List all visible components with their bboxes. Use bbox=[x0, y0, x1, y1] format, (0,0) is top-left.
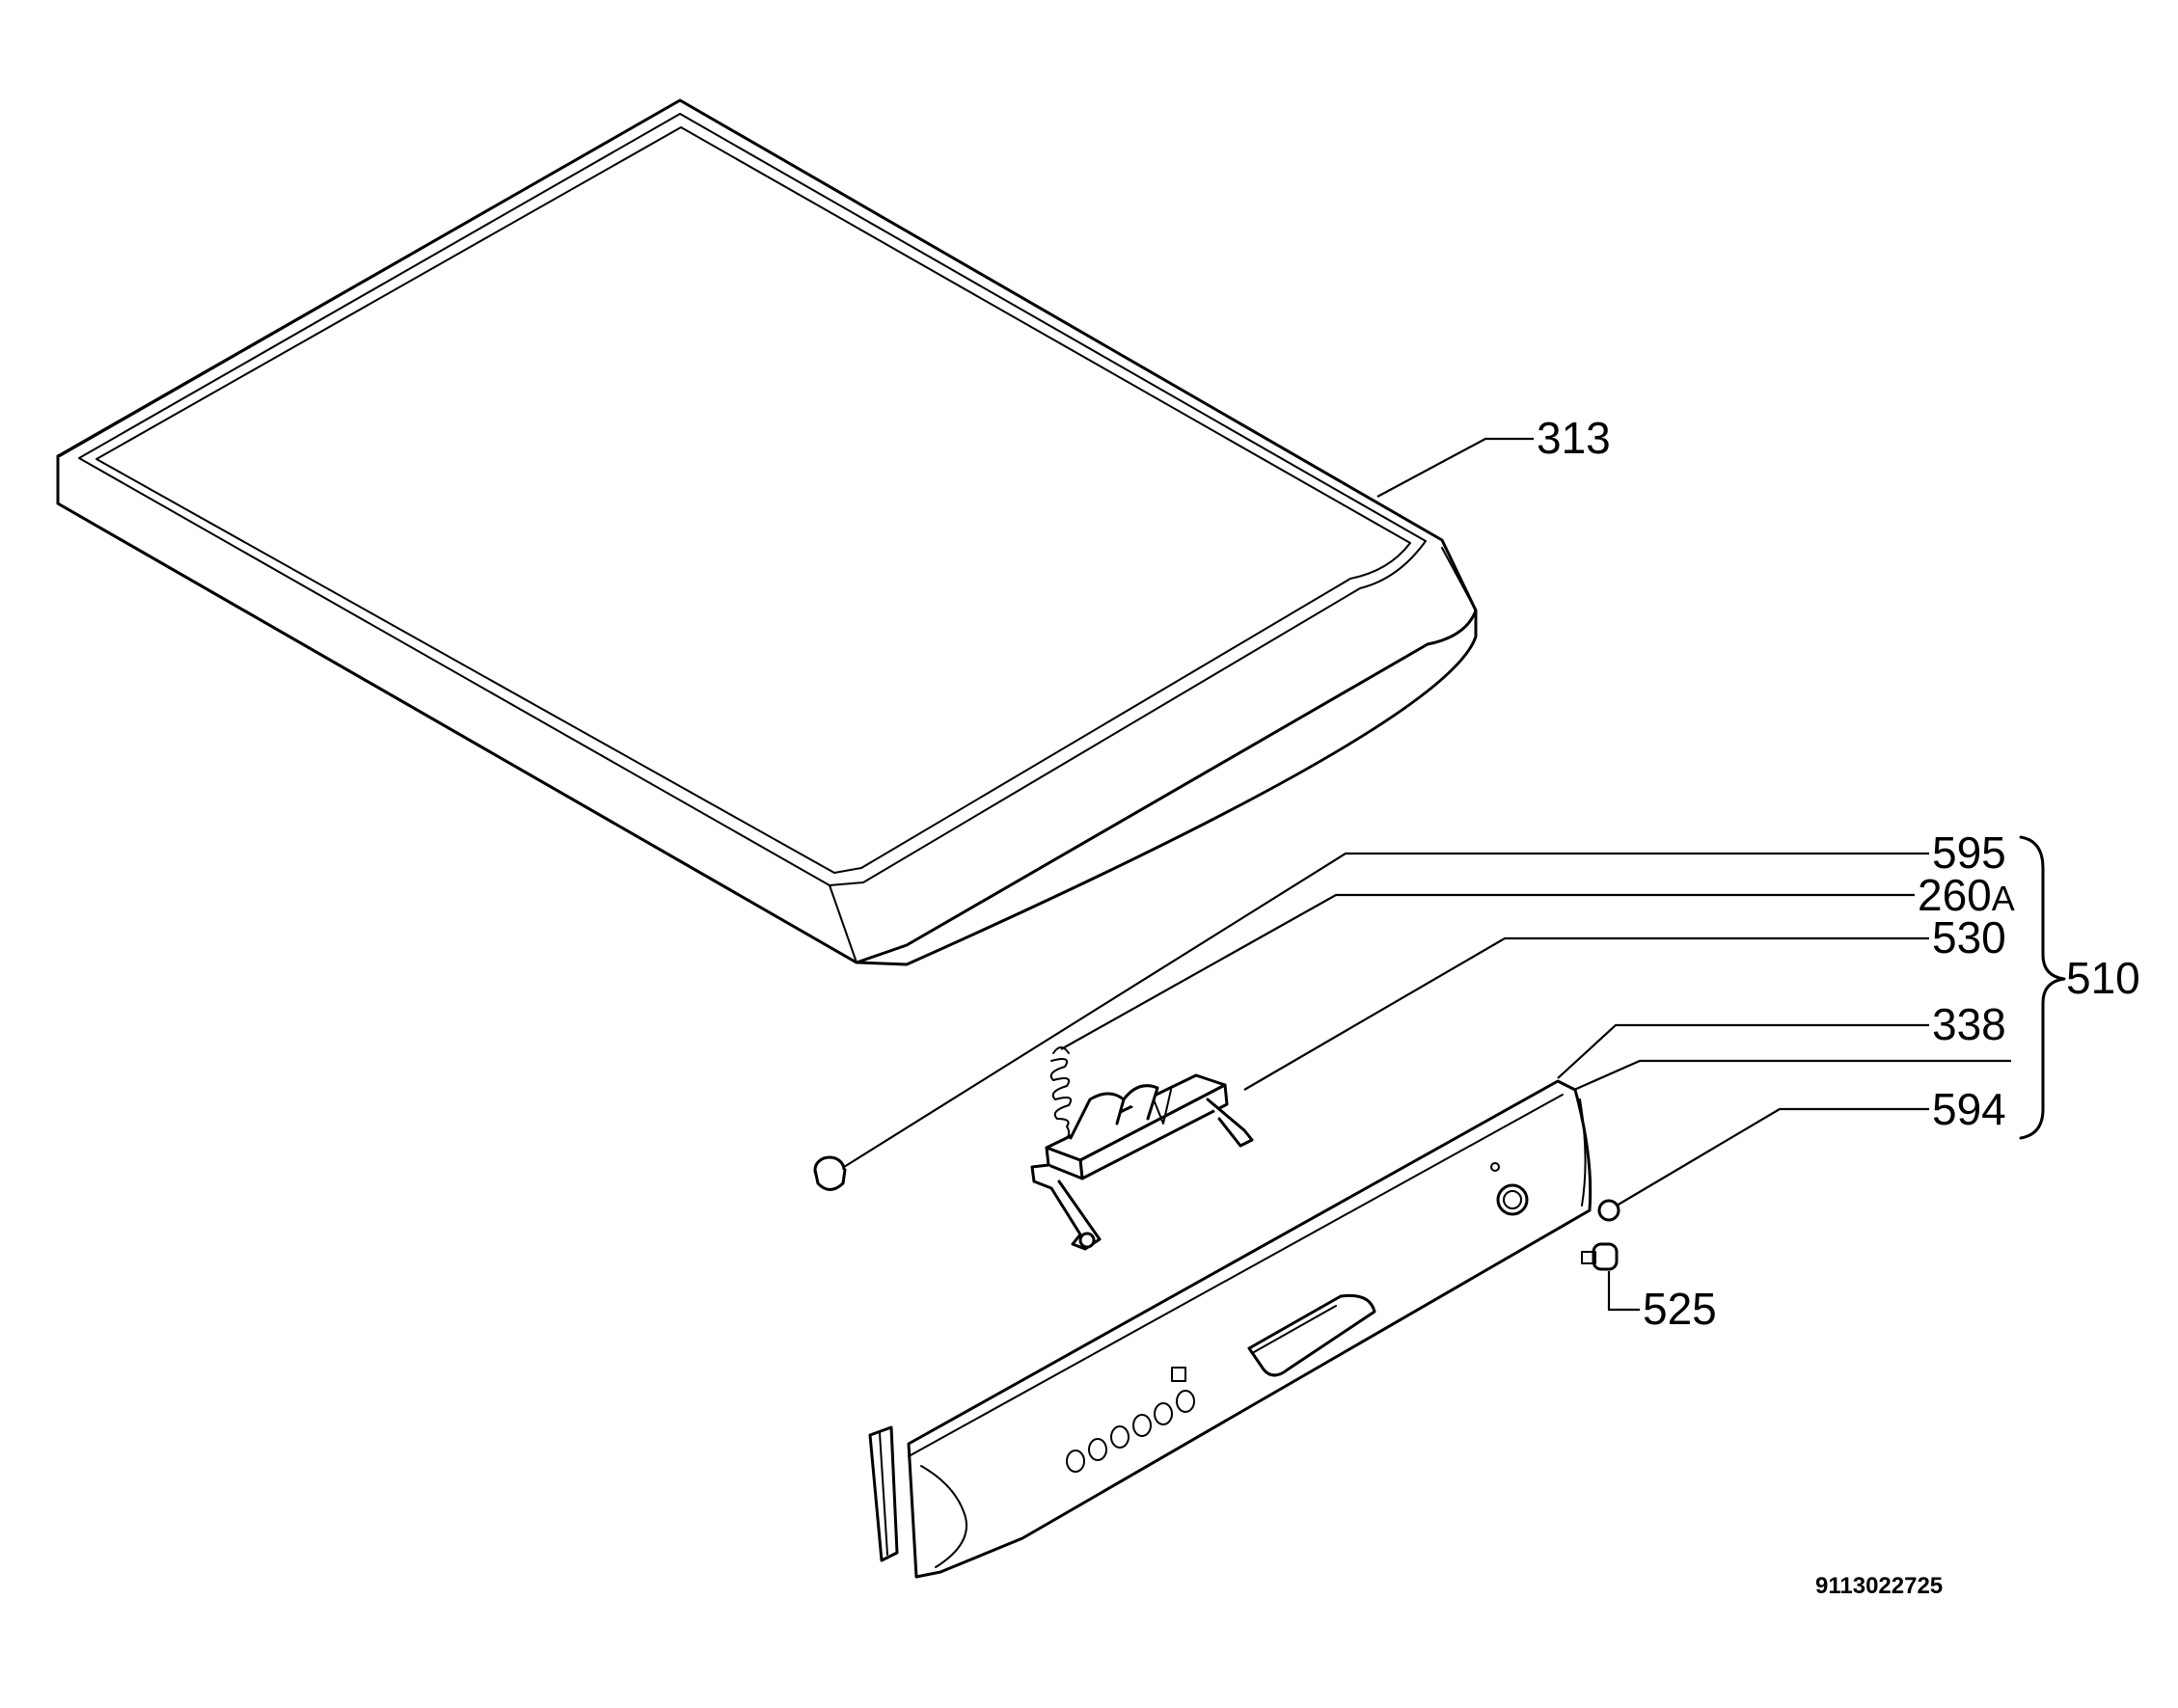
leader-line-595 bbox=[843, 852, 1929, 1168]
curly-brace bbox=[2019, 835, 2066, 1140]
label-525: 525 bbox=[1643, 1284, 1717, 1334]
cap-part-595 bbox=[813, 1155, 847, 1191]
callout-530: 530 bbox=[1243, 912, 2006, 1091]
callout-338: 338 bbox=[1557, 999, 2011, 1092]
label-530: 530 bbox=[1932, 912, 2006, 962]
spring-part-260a bbox=[1049, 1046, 1073, 1141]
leader-line-338 bbox=[1557, 1023, 1929, 1079]
hinge-part-530 bbox=[1030, 1073, 1254, 1251]
callout-260a: 260A bbox=[1060, 870, 2015, 1050]
label-594: 594 bbox=[1932, 1084, 2006, 1134]
leader-line-594 bbox=[1616, 1107, 1929, 1206]
worktop-lid-part-313 bbox=[56, 98, 1478, 966]
label-260a: 260A bbox=[1918, 870, 2015, 920]
label-595: 595 bbox=[1932, 827, 2006, 878]
assembly-brace-510: 510 bbox=[2019, 835, 2140, 1140]
drawing-number: 9113022725 bbox=[1815, 1573, 1943, 1599]
label-338: 338 bbox=[1932, 999, 2006, 1049]
leader-line-338-b bbox=[1573, 1059, 2011, 1092]
label-313: 313 bbox=[1537, 413, 1611, 463]
leader-line-313 bbox=[1376, 437, 1534, 498]
cap-part-594 bbox=[1597, 1199, 1620, 1222]
label-260a-number: 260 bbox=[1918, 870, 1992, 920]
callout-595: 595 bbox=[843, 827, 2006, 1168]
connector-part-525: 525 bbox=[1581, 1242, 1717, 1334]
leader-line-525 bbox=[1607, 1271, 1640, 1312]
callout-313: 313 bbox=[1376, 413, 1611, 498]
control-panel-part-338 bbox=[907, 1079, 1593, 1579]
label-260a-suffix: A bbox=[1992, 879, 2015, 918]
leader-line-260a bbox=[1060, 893, 1915, 1050]
leader-line-530 bbox=[1243, 936, 1929, 1091]
label-510: 510 bbox=[2066, 953, 2140, 1003]
callout-594: 594 bbox=[1616, 1084, 2006, 1206]
panel-end-strip bbox=[868, 1425, 899, 1562]
